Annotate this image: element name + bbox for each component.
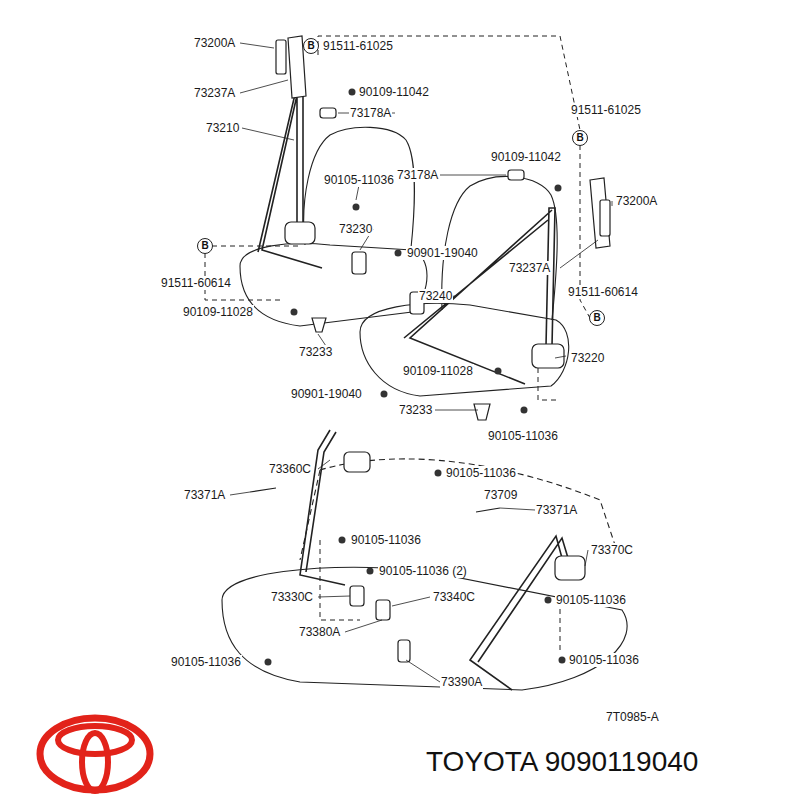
part-label: 73360C (268, 462, 312, 476)
part-label: 73330C (270, 590, 314, 604)
part-label: 90109-11042 (490, 150, 562, 164)
fastener-marker: B (572, 130, 588, 146)
part-label: 73370C (590, 543, 634, 557)
part-label: 73233 (298, 345, 333, 359)
bolt (545, 597, 552, 604)
part-label: 91511-61025 (322, 39, 394, 53)
part-label: 90901-19040 (406, 246, 479, 260)
marker-letter: B (593, 313, 600, 323)
retractor (344, 452, 370, 472)
rear-left-belt (300, 430, 345, 585)
drawing-code: 7T0985-A (605, 710, 660, 724)
height-adjuster (276, 40, 286, 74)
part-label: 73200A (615, 194, 658, 208)
buckle (350, 586, 364, 606)
bolt (265, 659, 272, 666)
logo-stem-ring (82, 733, 108, 791)
seats (222, 127, 627, 690)
logo-outer-ring (40, 718, 150, 790)
fastener-marker: B (197, 238, 213, 254)
bolt (555, 185, 562, 192)
mount-brackets (205, 36, 590, 650)
part-label: 90901-19040 (290, 387, 363, 401)
part-label: 90105-11036 (555, 593, 627, 607)
bolt (435, 470, 442, 477)
bolt (559, 657, 566, 664)
rear-right-belt (470, 536, 568, 690)
part-label: 73178A (396, 168, 439, 182)
marker-letter: B (307, 41, 314, 51)
part-label: 73210 (205, 121, 240, 135)
part-label: 91511-60614 (160, 276, 232, 290)
part-label: 73709 (483, 488, 518, 502)
hardware (250, 36, 610, 662)
fastener-marker: B (589, 310, 605, 326)
bolt (349, 89, 356, 96)
part-label: 73390A (440, 675, 483, 689)
belts (258, 80, 568, 690)
part-label: 90105-11036 (170, 655, 242, 669)
part-label: 90105-11036 (568, 653, 640, 667)
part-label: 90105-11036 (350, 533, 422, 547)
height-adjuster (600, 200, 610, 236)
anchor-cover (320, 108, 336, 118)
part-label: 73237A (508, 261, 551, 275)
dashed-bracket (205, 36, 590, 650)
part-label: 73220 (570, 351, 605, 365)
part-number-caption: TOYOTA 9090119040 (425, 746, 699, 778)
part-label: 73340C (432, 590, 476, 604)
part-label: 73240 (418, 289, 453, 303)
toyota-logo (40, 718, 150, 791)
part-label: 73230 (338, 222, 373, 236)
part-label: 90105-11036 (445, 466, 517, 480)
anchor-cover (508, 170, 524, 180)
retractor (285, 222, 315, 244)
bolt (353, 204, 360, 211)
trim-strip (250, 488, 500, 512)
bolt (339, 537, 346, 544)
bolt (381, 391, 388, 398)
bolts (265, 89, 566, 666)
front-left-belt (258, 80, 322, 268)
bolt (395, 250, 402, 257)
part-label: 73371A (535, 503, 578, 517)
part-label: 91511-60614 (567, 285, 639, 299)
part-label: 90109-11042 (358, 85, 430, 99)
buckle (352, 252, 366, 274)
marker-letter: B (576, 133, 583, 143)
bolt (291, 309, 298, 316)
leader-line (230, 43, 612, 682)
pillar-cover (590, 178, 610, 248)
tab-cover (312, 318, 490, 420)
part-label: 90105-11036 (2) (378, 564, 468, 578)
bolt (367, 568, 374, 575)
part-label: 90109-11028 (182, 305, 254, 319)
bolt (521, 407, 528, 414)
buckle (376, 600, 390, 620)
part-label: 73178A (349, 106, 392, 120)
fastener-marker: B (303, 38, 319, 54)
right-front-seat (360, 176, 569, 396)
buckle (398, 640, 410, 662)
part-label: 73371A (183, 488, 226, 502)
part-label: 90105-11036 (323, 173, 395, 187)
retractor (532, 344, 564, 368)
part-label: 73233 (398, 403, 433, 417)
part-label: 73200A (193, 36, 236, 50)
leader-lines (230, 43, 612, 682)
retractor (555, 556, 585, 580)
part-label: 91511-61025 (570, 103, 642, 117)
part-label: 73380A (298, 625, 341, 639)
marker-letter: B (201, 241, 208, 251)
bolt (495, 368, 502, 375)
rear-seat (300, 459, 615, 560)
part-label: 73237A (193, 86, 236, 100)
part-label: 90105-11036 (487, 429, 559, 443)
part-label: 90109-11028 (402, 364, 474, 378)
